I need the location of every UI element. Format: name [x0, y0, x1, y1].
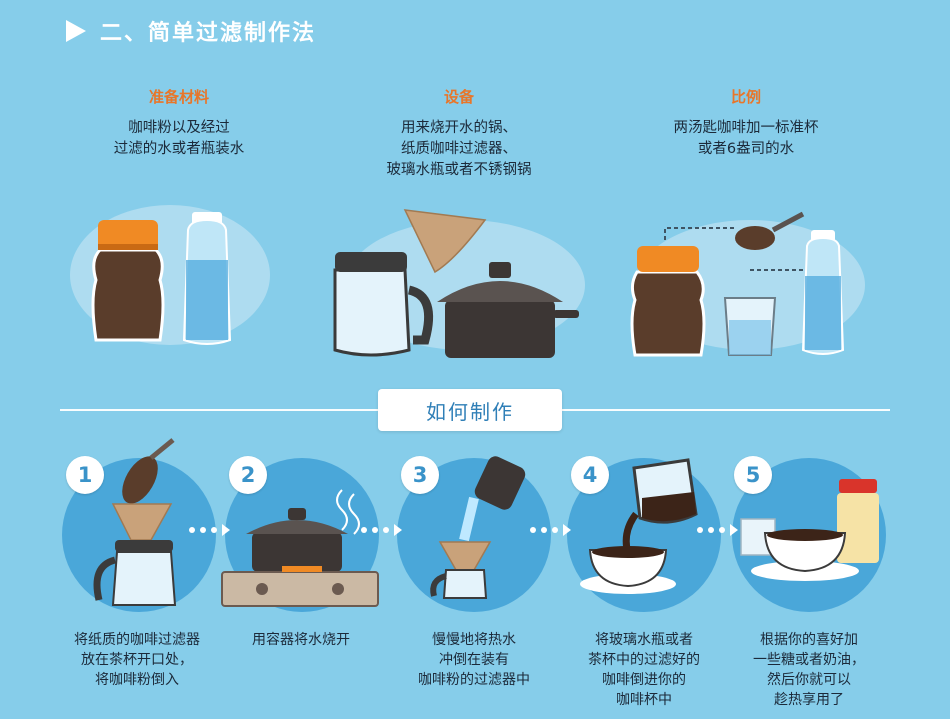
creamer-jar-icon	[837, 479, 879, 563]
measuring-cup-icon	[723, 297, 777, 356]
step-3-text: 慢慢地将热水 冲倒在装有 咖啡粉的过滤器中	[389, 630, 559, 690]
ratio-line: 两汤匙咖啡加一标准杯	[673, 120, 819, 136]
cooking-pot-icon	[437, 262, 579, 358]
step-line: 用容器将水烧开	[252, 632, 350, 648]
how-to-make-banner: 如何制作	[378, 389, 562, 431]
ratio-illustration	[630, 211, 865, 357]
paper-filter-icon	[403, 209, 487, 274]
glass-carafe-icon	[430, 569, 488, 599]
coffee-cup-icon	[751, 529, 859, 581]
step-line: 将咖啡粉倒入	[95, 672, 179, 688]
equipment-illustration	[333, 209, 585, 358]
kettle-icon	[474, 456, 526, 510]
paper-filter-icon	[111, 503, 173, 541]
coffee-jar-icon	[630, 246, 706, 357]
dashed-guide	[750, 250, 826, 271]
step-line: 茶杯中的过滤好的	[588, 652, 700, 668]
step-line: 一些糖或者奶油，	[753, 652, 865, 668]
step-line: 趁热享用了	[774, 692, 844, 708]
how-to-make-title: 如何制作	[426, 399, 514, 424]
step-4-illustration	[580, 458, 698, 594]
measuring-spoon-icon	[735, 211, 805, 250]
gas-stove-icon	[221, 566, 379, 607]
step-5-text: 根据你的喜好加 一些糖或者奶油， 然后你就可以 趁热享用了	[724, 630, 894, 710]
step-line: 慢慢地将热水	[432, 632, 516, 648]
coffee-cup-icon	[580, 546, 676, 594]
banner-divider-right	[562, 409, 890, 411]
step-line: 将玻璃水瓶或者	[595, 632, 693, 648]
step-line: 咖啡倒进你的	[602, 672, 686, 688]
step-line: 然后你就可以	[767, 672, 851, 688]
equipment-line: 纸质咖啡过滤器、	[401, 141, 517, 157]
water-bottle-icon	[182, 212, 232, 345]
cooking-pot-icon	[246, 508, 348, 572]
step-4-text: 将玻璃水瓶或者 茶杯中的过滤好的 咖啡倒进你的 咖啡杯中	[559, 630, 729, 710]
glass-carafe-icon	[333, 252, 434, 357]
step-line: 咖啡杯中	[616, 692, 672, 708]
arrow-icon	[66, 20, 86, 42]
step-line: 咖啡粉的过滤器中	[418, 672, 530, 688]
coffee-scoop-icon	[122, 438, 175, 504]
ratio-line: 或者6盎司的水	[697, 141, 795, 157]
step-3-number: 3	[401, 456, 439, 494]
materials-text: 咖啡粉以及经过 过滤的水或者瓶装水	[49, 118, 309, 160]
step-connector	[189, 524, 230, 536]
step-connector	[361, 524, 402, 536]
materials-heading: 准备材料	[148, 88, 209, 106]
step-connector	[697, 524, 738, 536]
coffee-jar-icon	[91, 220, 165, 342]
step-2-illustration	[221, 489, 379, 607]
water-bottle-icon	[801, 230, 845, 355]
equipment-line: 玻璃水瓶或者不锈钢锅	[386, 162, 532, 178]
step-5-number: 5	[734, 456, 772, 494]
step-3-illustration	[430, 456, 526, 599]
step-line: 放在茶杯开口处，	[81, 652, 193, 668]
step-line: 将纸质的咖啡过滤器	[74, 632, 200, 648]
equipment-text: 用来烧开水的锅、 纸质咖啡过滤器、 玻璃水瓶或者不锈钢锅	[329, 118, 589, 181]
steam-icon	[336, 489, 360, 535]
dashed-guide	[664, 227, 735, 240]
materials-line: 过滤的水或者瓶装水	[113, 141, 245, 157]
step-2-number: 2	[229, 456, 267, 494]
step-4-number: 4	[571, 456, 609, 494]
equipment-line: 用来烧开水的锅、	[401, 120, 517, 136]
ratio-text: 两汤匙咖啡加一标准杯 或者6盎司的水	[616, 118, 876, 160]
section-title-text: 二、简单过滤制作法	[100, 21, 317, 46]
glass-carafe-icon	[632, 458, 698, 524]
materials-illustration	[70, 205, 270, 345]
paper-filter-icon	[438, 541, 492, 571]
step-connector	[530, 524, 571, 536]
banner-divider-left	[60, 409, 378, 411]
step-2-text: 用容器将水烧开	[216, 630, 386, 650]
glass-carafe-icon	[93, 540, 177, 606]
section-title: 二、简单过滤制作法	[66, 14, 316, 48]
equipment-heading: 设备	[443, 88, 474, 106]
water-stream	[459, 496, 479, 542]
ratio-heading: 比例	[730, 88, 761, 106]
step-1-illustration	[93, 438, 177, 606]
step-line: 根据你的喜好加	[760, 632, 858, 648]
step-5-illustration	[740, 479, 879, 581]
step-line: 冲倒在装有	[439, 652, 509, 668]
step-1-text: 将纸质的咖啡过滤器 放在茶杯开口处， 将咖啡粉倒入	[52, 630, 222, 690]
step-1-number: 1	[66, 456, 104, 494]
materials-line: 咖啡粉以及经过	[128, 120, 230, 136]
